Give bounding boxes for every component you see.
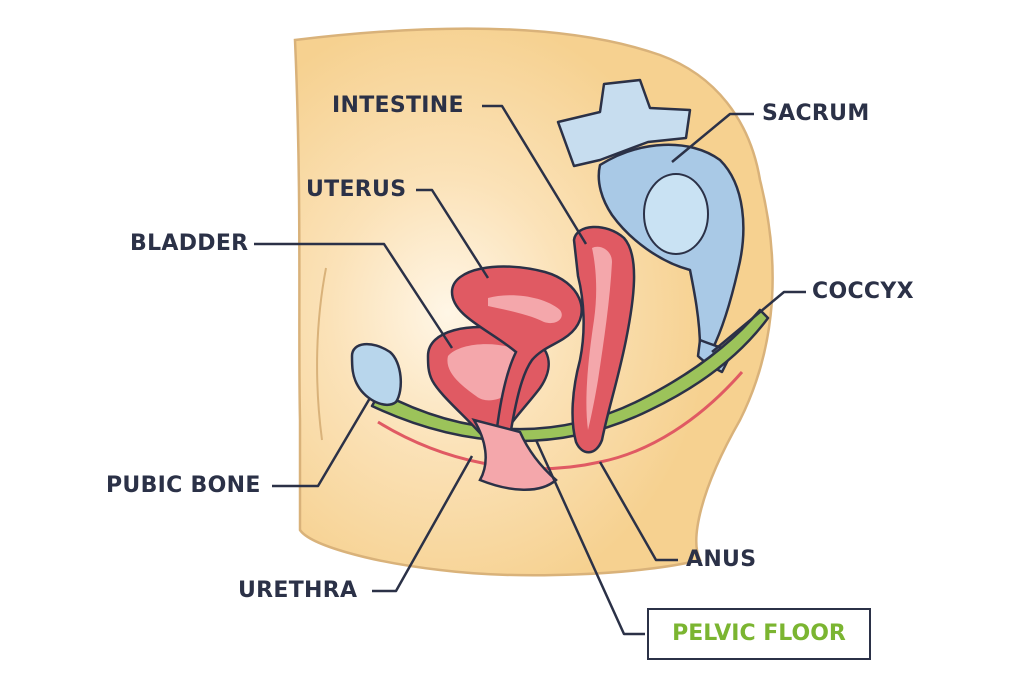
pubic-bone bbox=[350, 343, 403, 407]
label-anus: ANUS bbox=[686, 547, 757, 572]
leader-line-anus bbox=[598, 461, 678, 562]
leader-line-pelvic-floor bbox=[534, 439, 645, 636]
leader-line-intestine bbox=[482, 104, 588, 245]
sacrum-vertebra bbox=[556, 78, 692, 168]
intestine-lining bbox=[586, 246, 612, 430]
perineum-contour bbox=[377, 371, 744, 471]
label-intestine: INTESTINE bbox=[332, 93, 464, 118]
label-coccyx: COCCYX bbox=[812, 279, 914, 304]
sacrum-highlight bbox=[643, 173, 709, 255]
leader-line-pubic-bone bbox=[272, 397, 372, 488]
leader-line-coccyx bbox=[711, 290, 806, 353]
label-bladder: BLADDER bbox=[130, 231, 249, 256]
leader-line-urethra bbox=[372, 455, 474, 593]
uterus-cavity bbox=[488, 295, 562, 324]
pelvic-floor-label-box: PELVIC FLOOR bbox=[647, 608, 871, 660]
leader-lines bbox=[254, 104, 806, 636]
vaginal-canal bbox=[471, 418, 558, 491]
leader-line-sacrum bbox=[671, 112, 754, 163]
label-pelvic-floor: PELVIC FLOOR bbox=[672, 621, 846, 646]
label-sacrum: SACRUM bbox=[762, 101, 870, 126]
label-urethra: URETHRA bbox=[238, 578, 358, 603]
label-pubic-bone: PUBIC BONE bbox=[106, 473, 261, 498]
pelvic-floor-muscle bbox=[370, 308, 770, 443]
leg-crease-line bbox=[316, 267, 327, 441]
leader-line-uterus bbox=[416, 188, 490, 279]
leader-line-bladder bbox=[254, 242, 454, 349]
label-uterus: UTERUS bbox=[306, 177, 407, 202]
